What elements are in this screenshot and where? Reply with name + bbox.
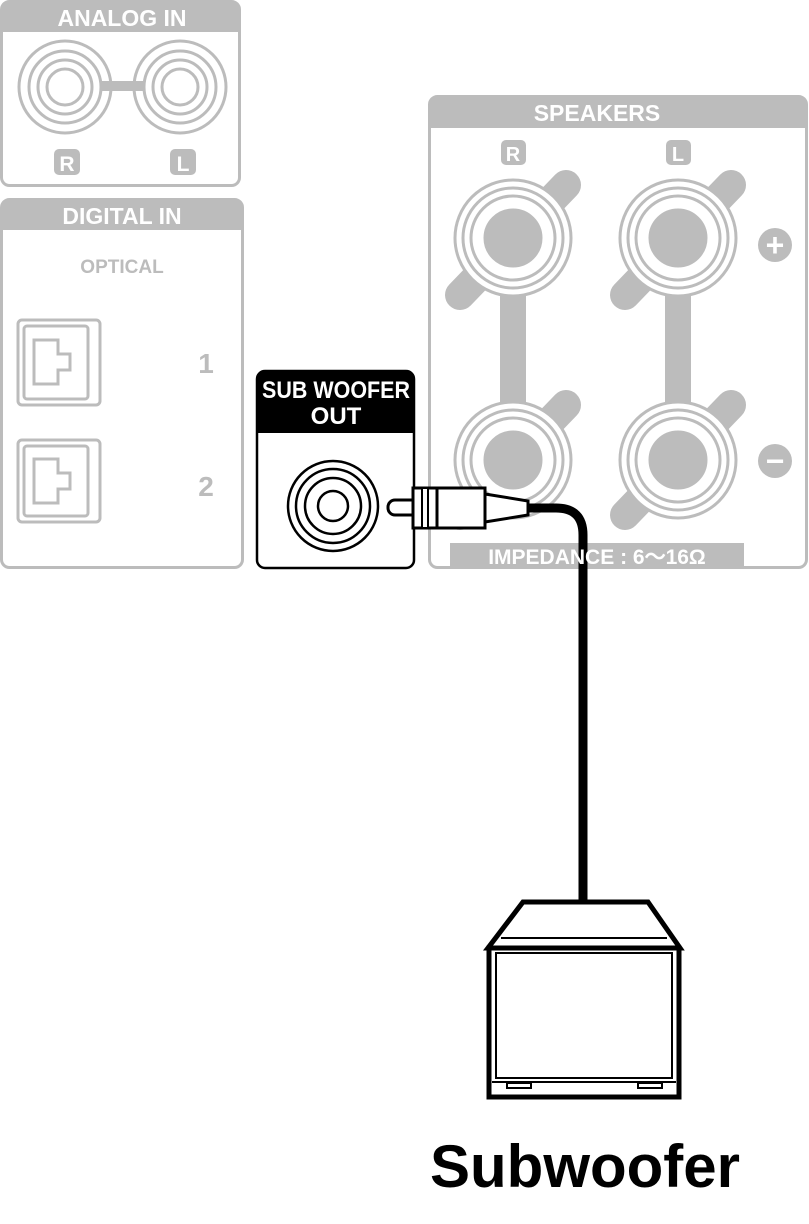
speaker-l-label: L xyxy=(672,144,684,166)
sub-woofer-jack xyxy=(286,459,380,553)
sub-woofer-out-line2: OUT xyxy=(311,403,362,430)
optical-2-label: 2 xyxy=(198,471,214,502)
analog-r-label: R xyxy=(59,153,74,176)
subwoofer-label: Subwoofer xyxy=(430,1133,740,1200)
analog-jack-l xyxy=(132,39,228,135)
minus-sign: − xyxy=(766,443,785,479)
speakers-title: SPEAKERS xyxy=(534,100,661,126)
plus-sign: + xyxy=(766,227,785,263)
rca-cable xyxy=(386,486,588,905)
speaker-r-label: R xyxy=(506,144,521,166)
optical-port-2 xyxy=(16,438,102,524)
terminal-l-plus xyxy=(610,170,746,310)
speaker-terminals xyxy=(445,170,746,530)
digital-in-title: DIGITAL IN xyxy=(62,203,181,229)
minus-icon xyxy=(758,444,792,478)
analog-jack-r xyxy=(17,39,113,135)
analog-in-panel: ANALOG IN R L xyxy=(0,0,241,187)
optical-port-1 xyxy=(16,318,102,407)
sub-woofer-out-line1: SUB WOOFER xyxy=(262,377,410,404)
analog-in-title: ANALOG IN xyxy=(57,5,186,31)
terminal-l-minus xyxy=(610,390,746,530)
terminal-r-plus xyxy=(445,170,581,310)
speakers-panel: SPEAKERS R L xyxy=(428,95,808,569)
sub-woofer-out-panel: SUB WOOFER OUT xyxy=(255,369,416,570)
analog-l-label: L xyxy=(177,153,190,176)
optical-1-label: 1 xyxy=(198,348,214,379)
optical-label: OPTICAL xyxy=(80,257,164,278)
plus-icon xyxy=(758,228,792,262)
impedance-band xyxy=(450,543,744,568)
digital-in-panel: DIGITAL IN OPTICAL 1 2 xyxy=(0,198,244,569)
impedance-label: IMPEDANCE : 6～16Ω xyxy=(488,546,706,569)
subwoofer-icon xyxy=(482,899,685,1100)
